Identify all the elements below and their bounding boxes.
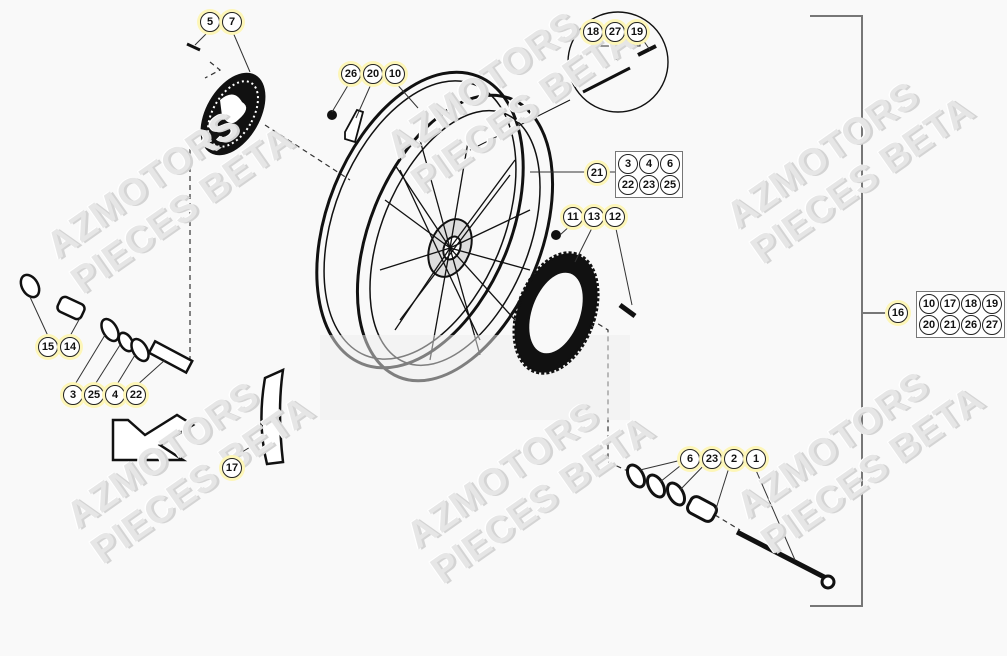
spokes-inset-icon [469, 11, 669, 151]
disc-screw-icon [186, 42, 201, 52]
complete-wheel-bracket [810, 15, 888, 607]
group16-item[interactable]: 10 [919, 294, 939, 314]
sprocket-icon [512, 230, 637, 375]
callout-23[interactable]: 23 [702, 449, 722, 469]
callout-18[interactable]: 18 [583, 22, 603, 42]
callout-10[interactable]: 10 [385, 64, 405, 84]
group16-item[interactable]: 19 [982, 294, 1002, 314]
callout-20[interactable]: 20 [363, 64, 383, 84]
callout-22[interactable]: 22 [126, 385, 146, 405]
direction-arrow-icon [111, 413, 196, 462]
group21-item[interactable]: 22 [618, 175, 638, 195]
left-hub-parts-icon [19, 273, 194, 375]
callout-25[interactable]: 25 [84, 385, 104, 405]
group21-item[interactable]: 4 [639, 154, 659, 174]
brake-disc-icon [200, 72, 266, 156]
group21-item[interactable]: 3 [618, 154, 638, 174]
group21-item[interactable]: 23 [639, 175, 659, 195]
callout-3[interactable]: 3 [63, 385, 83, 405]
callout-group-16: 10 17 18 19 20 21 26 27 [916, 291, 1005, 338]
callout-1[interactable]: 1 [746, 449, 766, 469]
group16-item[interactable]: 21 [940, 315, 960, 335]
callout-16[interactable]: 16 [888, 303, 908, 323]
callout-26[interactable]: 26 [341, 64, 361, 84]
callout-14[interactable]: 14 [60, 337, 80, 357]
callout-15[interactable]: 15 [38, 337, 58, 357]
group16-item[interactable]: 18 [961, 294, 981, 314]
callout-27[interactable]: 27 [605, 22, 625, 42]
callout-4[interactable]: 4 [105, 385, 125, 405]
group16-item[interactable]: 27 [982, 315, 1002, 335]
callout-21[interactable]: 21 [587, 163, 607, 183]
leader-lines [29, 29, 796, 561]
group21-item[interactable]: 25 [660, 175, 680, 195]
rim-band-icon [260, 367, 285, 466]
callout-6[interactable]: 6 [680, 449, 700, 469]
callout-group-21: 3 4 6 22 23 25 [615, 151, 683, 198]
group16-item[interactable]: 26 [961, 315, 981, 335]
callout-11[interactable]: 11 [563, 207, 583, 227]
right-hub-parts-icon [625, 463, 836, 590]
group16-item[interactable]: 17 [940, 294, 960, 314]
group21-item[interactable]: 6 [660, 154, 680, 174]
callout-13[interactable]: 13 [584, 207, 604, 227]
callout-12[interactable]: 12 [605, 207, 625, 227]
callout-2[interactable]: 2 [724, 449, 744, 469]
callout-19[interactable]: 19 [627, 22, 647, 42]
rim-lock-icon [327, 108, 365, 144]
callout-17[interactable]: 17 [222, 458, 242, 478]
print-shadow [320, 335, 630, 420]
callout-5[interactable]: 5 [200, 12, 220, 32]
group16-item[interactable]: 20 [919, 315, 939, 335]
callout-7[interactable]: 7 [222, 12, 242, 32]
